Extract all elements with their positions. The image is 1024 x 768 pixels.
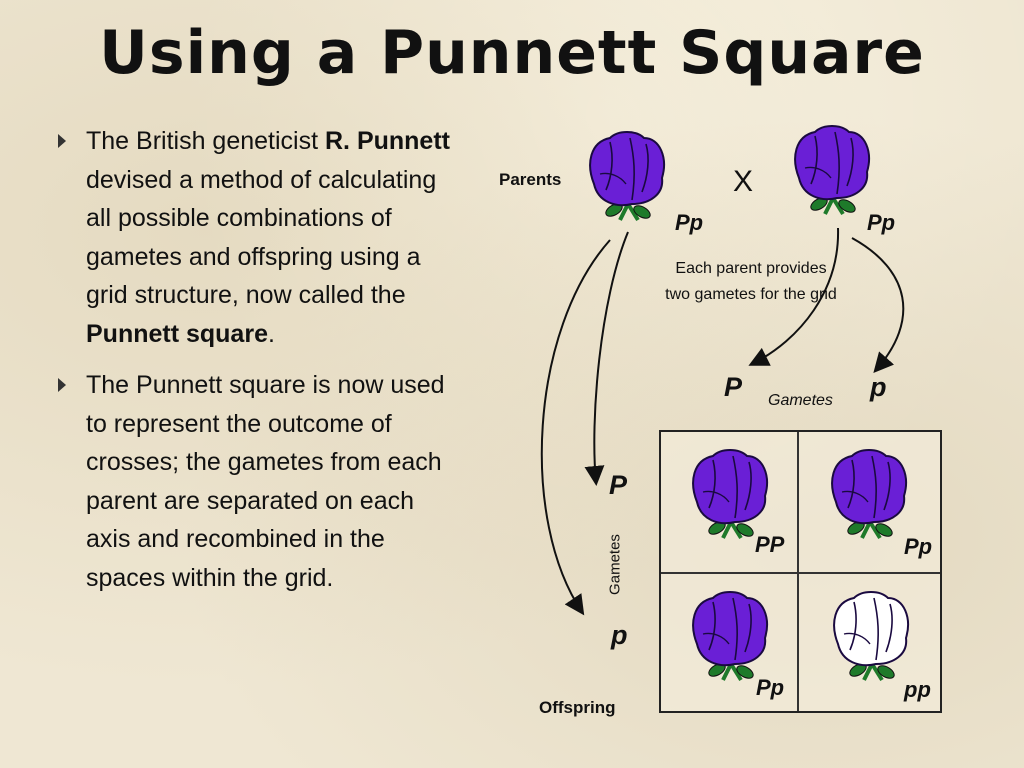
cell-genotype-1: PP xyxy=(755,532,785,557)
side-gamete-dominant: P xyxy=(609,470,628,500)
grid-vertical-divider xyxy=(797,432,799,711)
bullet1-bold-name: R. Punnett xyxy=(325,127,450,155)
cell-genotype-2: Pp xyxy=(904,534,933,559)
arrow-parent2-to-top-p xyxy=(748,227,840,366)
bullet1-text-a: The British geneticist xyxy=(86,127,325,155)
cell-genotype-4: pp xyxy=(904,677,931,702)
bullet1-text-c: . xyxy=(267,319,275,348)
cell-pp-dominant-flower-icon xyxy=(691,448,769,541)
slide-title: Using a Punnett Square xyxy=(99,18,925,88)
arrow-parent1-to-gamete-p xyxy=(584,231,629,486)
top-gametes-label: Gametes xyxy=(768,392,833,409)
cell-pp-hetero-bottom-flower-icon xyxy=(691,590,769,683)
side-gametes-label: Gametes xyxy=(606,534,624,595)
arrow-parent1-to-gamete-lower-p xyxy=(540,239,611,616)
bullet-arrow-icon xyxy=(58,134,66,148)
bullet-arrow-icon xyxy=(58,378,66,392)
side-gamete-recessive: p xyxy=(611,620,628,650)
bullet-item-usage: The Punnett square is now used to repres… xyxy=(58,366,458,597)
cell-pp-hetero-top-flower-icon xyxy=(830,448,908,541)
bullet1-bold-term: Punnett square xyxy=(86,319,268,348)
note-line-1: Each parent provides xyxy=(675,260,827,277)
top-gamete-recessive: p xyxy=(870,372,887,402)
bullet2-text: The Punnett square is now used to repres… xyxy=(86,371,445,592)
bullet1-text-b: devised a method of calculating all poss… xyxy=(86,165,437,310)
top-gamete-dominant: P xyxy=(724,372,743,402)
parent2-genotype: Pp xyxy=(867,210,896,235)
parent1-genotype: Pp xyxy=(675,210,704,235)
arrow-parent2-to-top-lower-p xyxy=(851,237,905,374)
note-line-2: two gametes for the grid xyxy=(665,286,837,303)
cell-genotype-3: Pp xyxy=(756,675,785,700)
parents-label: Parents xyxy=(499,170,562,189)
cell-pp-recessive-white-flower-icon xyxy=(832,590,910,683)
gamete-note: Each parent provides two gametes for the… xyxy=(640,256,862,308)
cross-symbol: X xyxy=(733,165,754,198)
bullet-list: The British geneticist R. Punnett devise… xyxy=(58,122,458,597)
offspring-label: Offspring xyxy=(539,698,616,717)
bullet-item-punnett: The British geneticist R. Punnett devise… xyxy=(58,122,458,353)
grid-horizontal-divider xyxy=(661,572,940,574)
